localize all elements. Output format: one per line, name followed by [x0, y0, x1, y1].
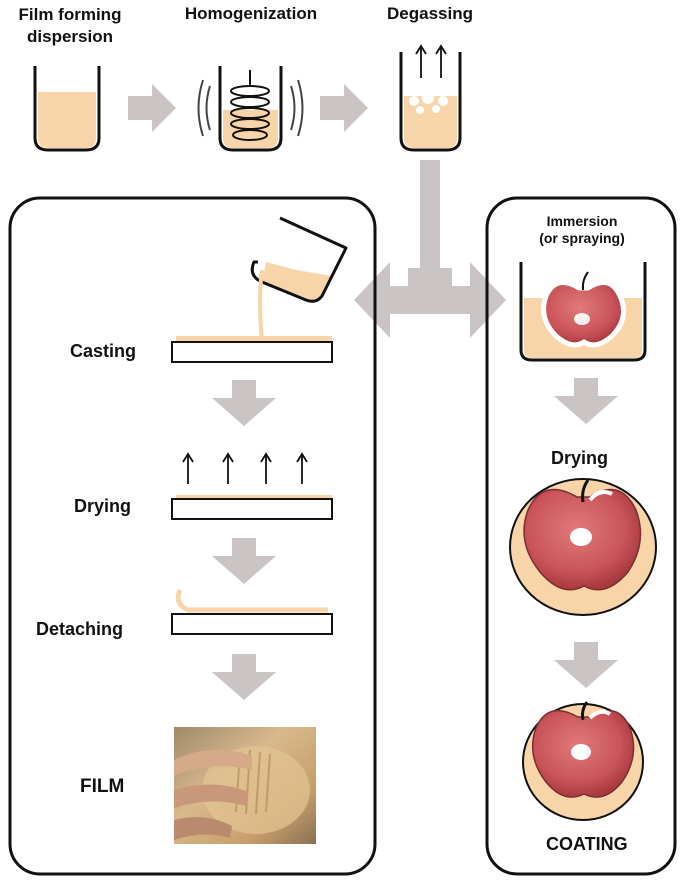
drying-tray	[171, 495, 333, 520]
coating-panel-border	[485, 196, 677, 876]
arrow-down-2	[212, 538, 276, 584]
beaker-degassing	[399, 44, 462, 152]
label-immersion: Immersion (or spraying)	[520, 213, 644, 247]
coated-apple-drying	[509, 478, 657, 616]
label-degassing: Degassing	[387, 4, 473, 23]
gas-up-arrow-icon	[415, 44, 447, 78]
label-detaching: Detaching	[36, 619, 124, 639]
label-film-forming-line1: Film forming	[18, 5, 122, 24]
label-film-forming-line2: dispersion	[27, 27, 113, 46]
bubbles-icon	[409, 92, 448, 114]
vibration-icon	[197, 79, 304, 137]
label-coating: COATING	[546, 834, 628, 854]
label-immersion-line1: Immersion	[546, 213, 618, 229]
label-casting: Casting	[70, 341, 137, 361]
split-arrow	[354, 160, 506, 338]
beaker-dispersion	[33, 66, 101, 152]
arrow-down-1	[212, 380, 276, 426]
spiral-stirrer-icon	[230, 70, 270, 141]
label-film: FILM	[80, 776, 125, 797]
label-drying-coating: Drying	[551, 448, 609, 468]
detaching-tray	[171, 589, 333, 635]
label-film-forming-dispersion: Film forming dispersion	[6, 4, 134, 48]
pouring-beaker	[249, 216, 348, 341]
casting-tray	[171, 336, 333, 363]
film-photo	[174, 727, 316, 844]
immersion-beaker	[519, 262, 647, 362]
label-drying-film: Drying	[74, 496, 132, 516]
coated-apple-final	[522, 701, 644, 821]
film-panel-border	[8, 196, 377, 876]
arrow-right-2	[320, 84, 368, 132]
apple-icon	[541, 271, 627, 348]
evaporation-arrows-icon	[182, 452, 308, 484]
arrow-down-right-1	[554, 378, 618, 424]
label-homogenization: Homogenization	[184, 4, 318, 23]
beaker-homogenization	[197, 66, 304, 152]
label-immersion-line2: (or spraying)	[539, 230, 625, 246]
arrow-down-right-2	[554, 642, 618, 688]
arrow-down-3	[212, 654, 276, 700]
arrow-right-1	[128, 84, 176, 132]
